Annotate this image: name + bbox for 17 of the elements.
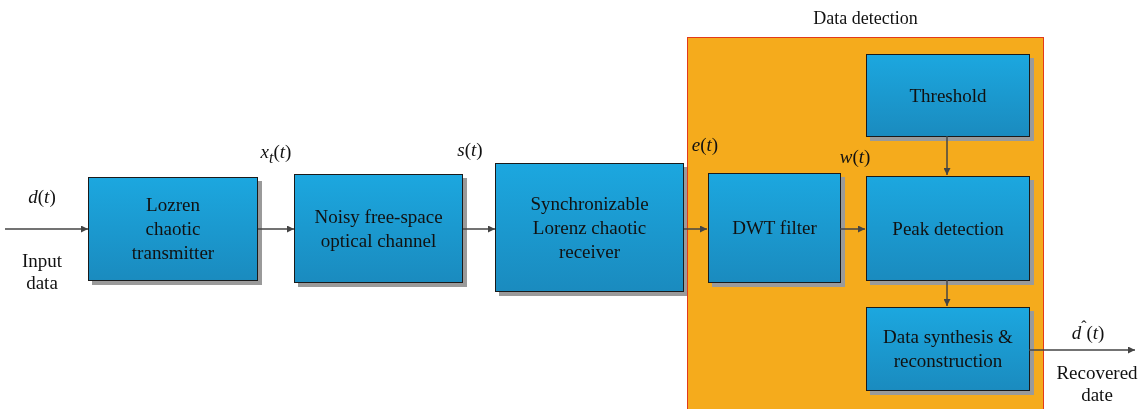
output-label: Recovered date <box>1056 362 1138 406</box>
signal-label: d$^{ˆ}$(t) <box>1070 317 1106 345</box>
arrow <box>683 225 708 233</box>
arrow <box>4 225 89 233</box>
signal-label: s(t) <box>456 139 484 161</box>
signal-label: x$_{t}$(t) <box>259 141 293 168</box>
panel-heading: Data detection <box>812 8 919 29</box>
arrow <box>1028 346 1136 354</box>
signal-label: d(t) <box>27 186 57 208</box>
arrow <box>943 279 951 307</box>
io-label: Input data <box>20 250 64 294</box>
arrow <box>462 225 496 233</box>
signal-label: w(t) <box>838 146 872 168</box>
arrow <box>839 225 866 233</box>
arrow <box>257 225 295 233</box>
signal-label: e(t) <box>690 134 720 156</box>
arrow <box>943 135 951 176</box>
